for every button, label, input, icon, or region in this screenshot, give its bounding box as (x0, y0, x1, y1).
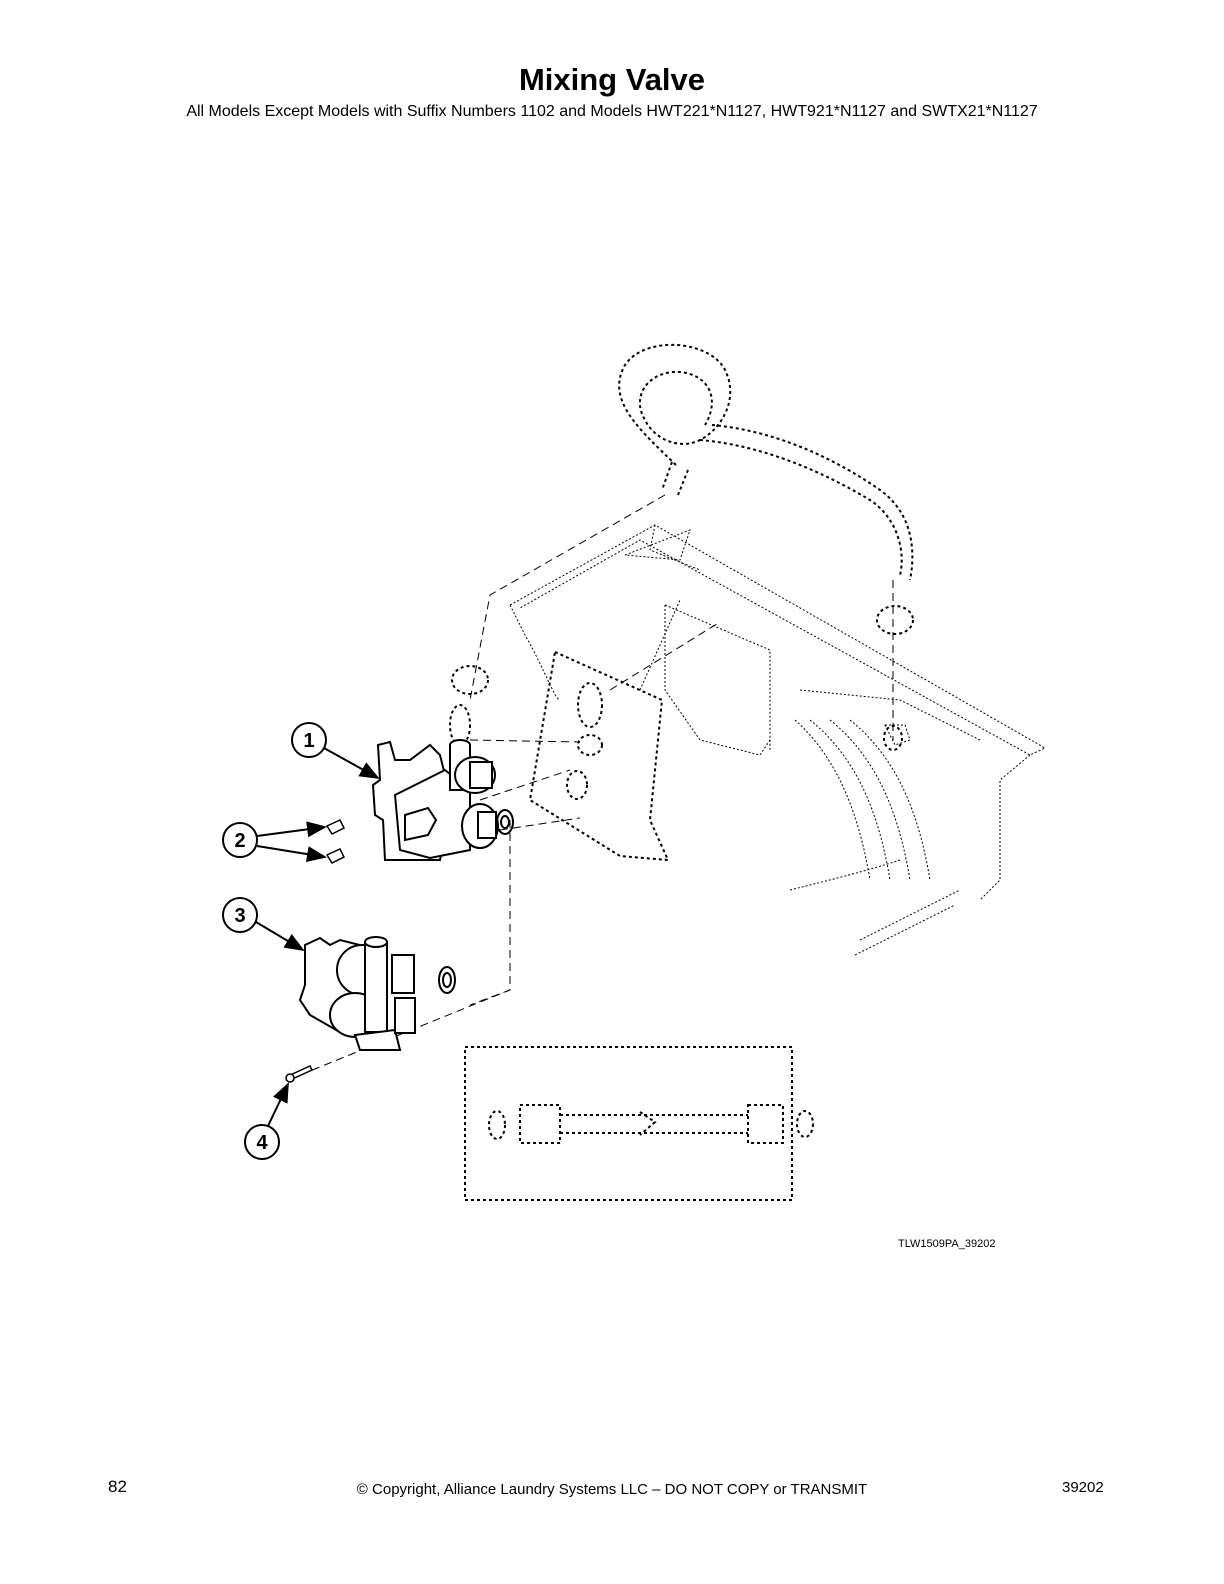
callout-1: 1 (291, 722, 380, 779)
callout-4: 4 (244, 1082, 289, 1160)
mixing-valve-1 (371, 739, 499, 861)
alignment-lines (299, 494, 894, 1076)
page-subtitle: All Models Except Models with Suffix Num… (186, 103, 1038, 120)
svg-text:3: 3 (234, 905, 245, 927)
mounting-bracket (528, 650, 670, 862)
hose-clamp (449, 605, 914, 751)
fill-hose (618, 344, 914, 581)
page-title: Mixing Valve (518, 62, 706, 97)
document-number: 39202 (1062, 1479, 1104, 1496)
figure-code: TLW1509PA_39202 (898, 1238, 996, 1250)
callout-3: 3 (222, 897, 305, 952)
callout-2: 2 (222, 821, 327, 863)
svg-text:2: 2 (234, 830, 245, 852)
page-number: 82 (108, 1477, 127, 1496)
washer-3 (438, 966, 456, 994)
svg-text:4: 4 (256, 1132, 268, 1154)
washer-1 (496, 809, 514, 835)
inlet-hose-box (464, 1046, 814, 1201)
mixing-valve-3 (298, 936, 416, 1051)
machine-frame (509, 524, 1047, 956)
svg-text:1: 1 (303, 730, 314, 752)
copyright-notice: © Copyright, Alliance Laundry Systems LL… (356, 1481, 868, 1498)
screw-2 (325, 819, 346, 864)
screw-4 (285, 1065, 314, 1083)
